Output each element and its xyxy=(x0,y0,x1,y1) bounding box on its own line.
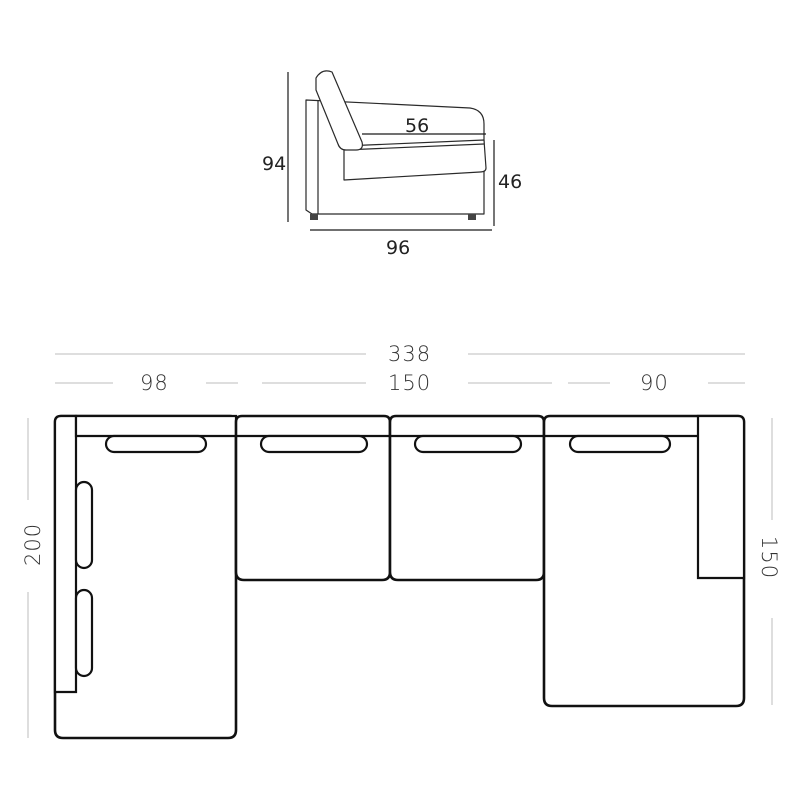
pillow-middle-1 xyxy=(259,434,369,454)
left-chaise-backrest xyxy=(74,414,238,438)
side-depth-label: 96 xyxy=(386,237,410,259)
pillow-left-side-2 xyxy=(74,588,94,678)
left-chaise-module xyxy=(53,414,238,740)
side-view-foot-back xyxy=(310,214,318,220)
middle-width-label: 150 xyxy=(388,371,431,395)
top-view-plan xyxy=(53,414,746,740)
side-view-back-cushion xyxy=(315,70,363,151)
right-depth-label: 150 xyxy=(757,536,781,579)
side-view-foot-front xyxy=(468,214,476,220)
side-view-seat-cushion xyxy=(343,139,487,181)
side-view-cushion-seam xyxy=(343,143,485,151)
left-depth-label: 200 xyxy=(21,523,45,566)
left-width-label: 98 xyxy=(140,371,169,395)
pillow-middle-2 xyxy=(413,434,523,454)
top-view-dimensions: 338 98 150 90 200 150 xyxy=(21,342,781,738)
side-height-label: 94 xyxy=(262,153,286,175)
side-seat-depth-label: 56 xyxy=(405,115,429,137)
pillow-left-side-1 xyxy=(74,480,94,570)
left-chaise-armrest xyxy=(53,414,78,694)
pillow-right-back xyxy=(568,434,672,454)
side-view: 94 56 46 96 xyxy=(262,70,522,259)
side-seat-height-label: 46 xyxy=(498,171,522,193)
right-width-label: 90 xyxy=(640,371,669,395)
pillow-left-back xyxy=(104,434,208,454)
right-chaise-armrest xyxy=(696,414,746,580)
total-width-label: 338 xyxy=(388,342,431,366)
